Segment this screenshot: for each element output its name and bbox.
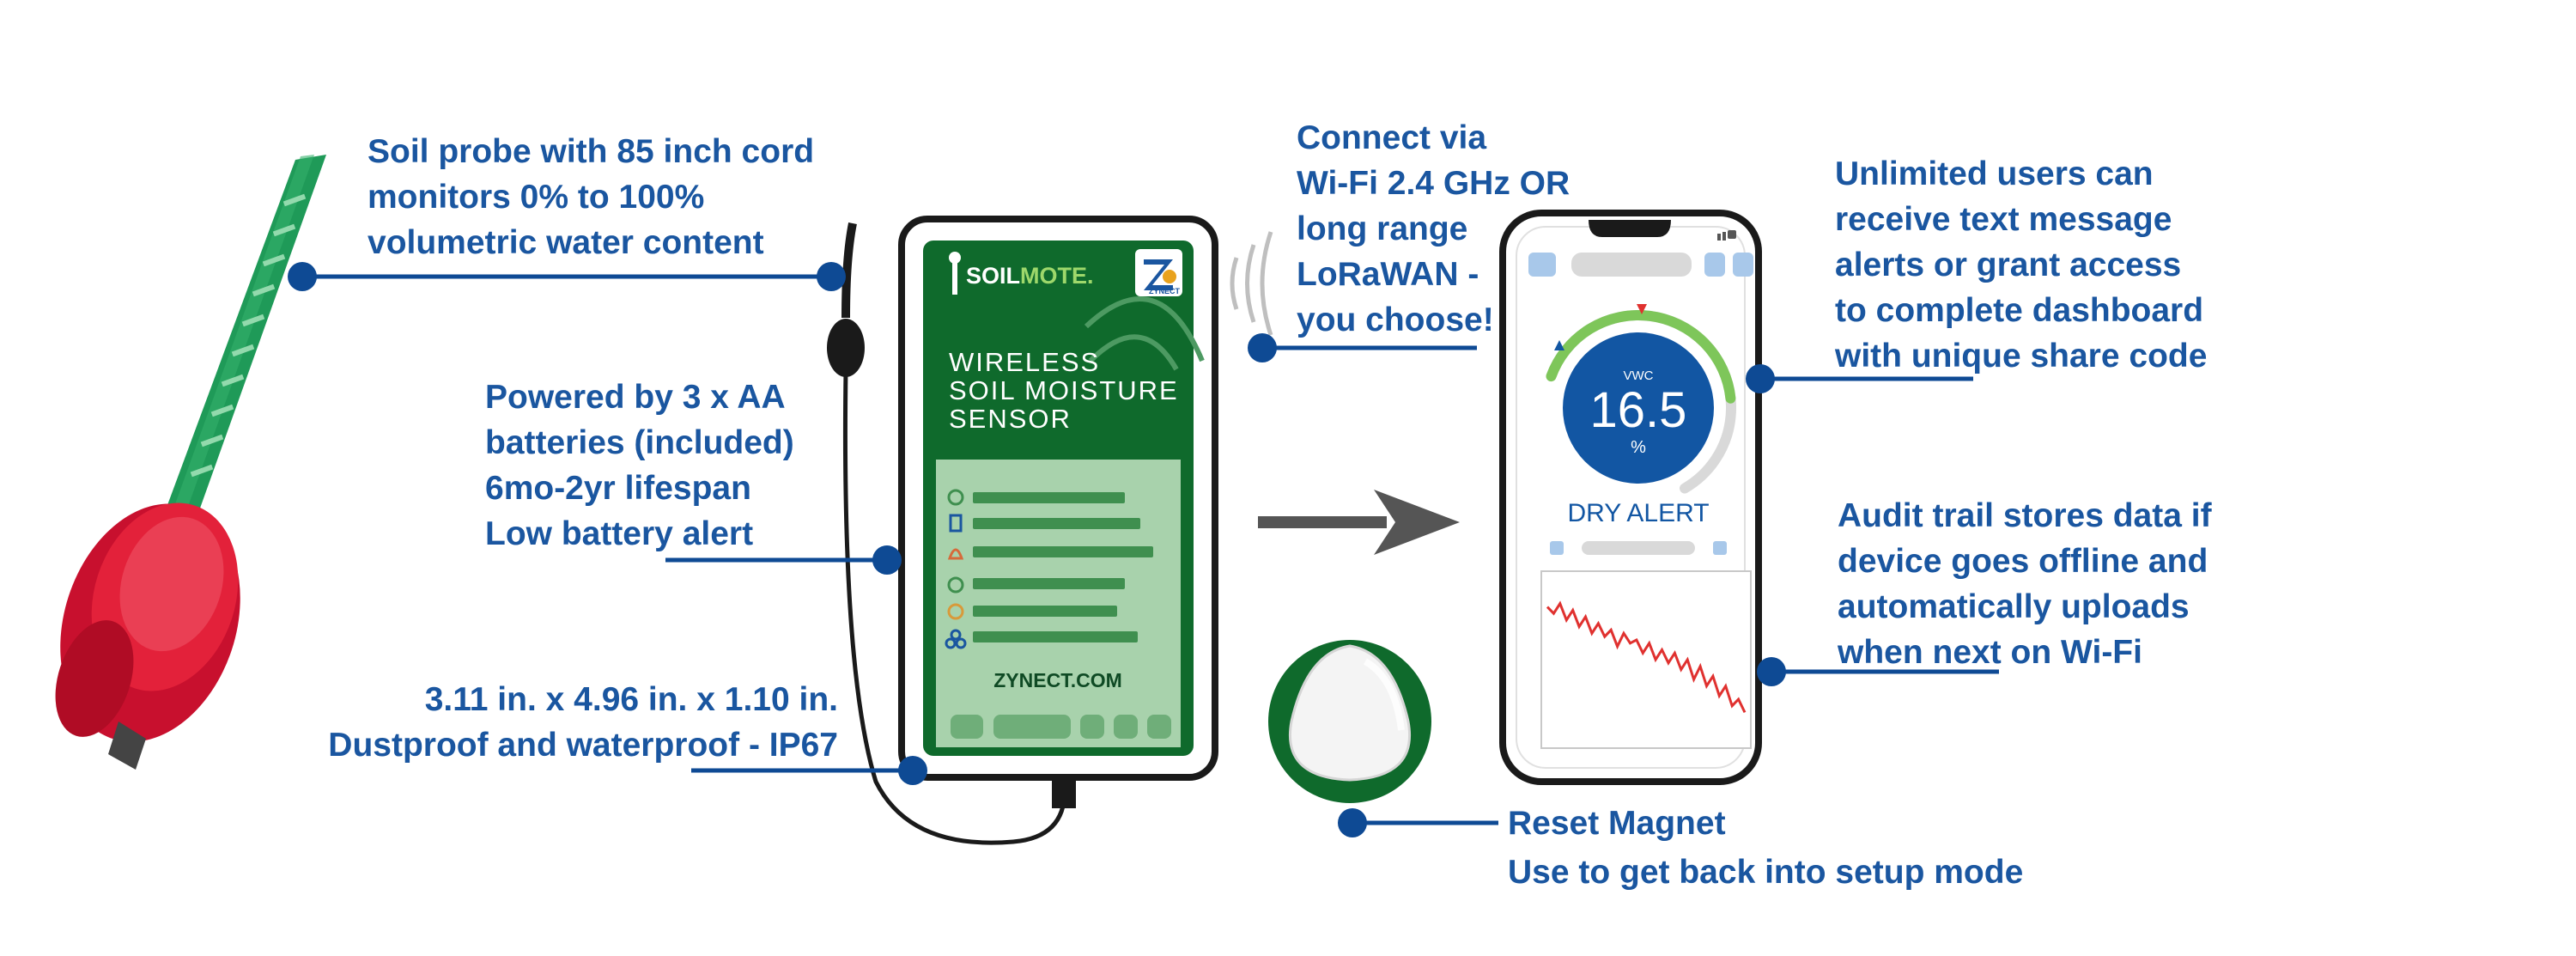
logo-text: ZYNECT	[1149, 287, 1181, 295]
gauge-value: 16.5	[1590, 382, 1687, 438]
callout-dimensions: 3.11 in. x 4.96 in. x 1.10 in. Dustproof…	[289, 677, 838, 768]
share-icon	[945, 629, 967, 649]
callout-users-line-4: to complete dashboard	[1835, 292, 2204, 329]
trend-line	[1546, 600, 1747, 714]
brand-prefix: SOIL	[966, 263, 1020, 289]
callout-audit-line-2: device goes offline and	[1838, 543, 2208, 580]
callout-battery-line-3: 6mo-2yr lifespan	[485, 470, 751, 507]
leader-lines	[302, 274, 1999, 825]
callout-users-line-3: alerts or grant access	[1835, 247, 2182, 283]
callout-battery-line-1: Powered by 3 x AA	[485, 379, 786, 416]
svg-text:SOILMOTE.: SOILMOTE.	[966, 263, 1094, 289]
callout-connect-line-1: Connect via	[1297, 119, 1487, 156]
wifi-signal-icon	[1230, 231, 1273, 336]
callout-probe-line-1: Soil probe with 85 inch cord	[368, 133, 815, 170]
callout-probe: Soil probe with 85 inch cord monitors 0%…	[368, 129, 814, 265]
bell-icon	[947, 548, 964, 560]
wifi-status-icon	[1717, 230, 1736, 241]
sensor-device: SOILMOTE. ZYNECT WIRELESS SOIL MOISTURE …	[827, 216, 1218, 845]
gear-icon	[947, 603, 964, 620]
callout-audit-line-1: Audit trail stores data if	[1838, 497, 2212, 534]
callout-connect-line-3: long range	[1297, 210, 1468, 247]
battery-icon	[949, 514, 963, 533]
trend-chart	[1546, 600, 1747, 714]
callout-dimensions-line-2: Dustproof and waterproof - IP67	[328, 727, 838, 764]
callout-magnet: Reset Magnet Use to get back into setup …	[1508, 799, 2023, 897]
reset-magnet-icon	[1268, 640, 1431, 803]
status-text: DRY ALERT	[1567, 499, 1709, 527]
callout-audit-line-4: when next on Wi-Fi	[1838, 634, 2142, 671]
callout-audit-line-3: automatically uploads	[1838, 588, 2190, 625]
callout-connect: Connect via Wi-Fi 2.4 GHz OR long range …	[1297, 115, 1570, 343]
signal-icon	[947, 576, 964, 594]
callout-users: Unlimited users can receive text message…	[1835, 151, 2207, 379]
callout-battery: Powered by 3 x AA batteries (included) 6…	[485, 374, 794, 557]
brand-suffix: MOTE.	[1020, 263, 1094, 289]
callout-battery-line-4: Low battery alert	[485, 515, 754, 552]
gauge-unit: %	[1631, 438, 1646, 457]
callout-audit: Audit trail stores data if device goes o…	[1838, 493, 2212, 675]
clock-icon	[947, 489, 964, 506]
callout-users-line-2: receive text message	[1835, 201, 2172, 238]
callout-probe-line-3: volumetric water content	[368, 224, 764, 261]
callout-probe-line-2: monitors 0% to 100%	[368, 179, 705, 216]
callout-dimensions-line-1: 3.11 in. x 4.96 in. x 1.10 in.	[424, 681, 838, 718]
gauge-label: VWC	[1624, 368, 1654, 383]
leader-dots	[288, 262, 1786, 837]
callout-connect-line-5: you choose!	[1297, 301, 1494, 338]
callout-users-line-5: with unique share code	[1835, 338, 2208, 374]
callout-battery-line-2: batteries (included)	[485, 424, 794, 461]
callout-connect-line-2: Wi-Fi 2.4 GHz OR	[1297, 165, 1571, 202]
sensor-title-line-3: SENSOR	[949, 404, 1072, 434]
phone-icon: VWC 16.5 % DRY ALERT	[1499, 210, 1762, 785]
callout-connect-line-4: LoRaWAN -	[1297, 256, 1479, 293]
gauge-level	[1546, 310, 1736, 404]
soil-probe-icon	[55, 155, 326, 770]
sensor-title-line-1: WIRELESS	[949, 347, 1100, 377]
arrow-right-icon	[1258, 490, 1460, 555]
callout-users-line-1: Unlimited users can	[1835, 155, 2154, 192]
sensor-url: ZYNECT.COM	[993, 669, 1122, 691]
callout-magnet-line-1: Reset Magnet	[1508, 805, 1726, 842]
sensor-title-line-2: SOIL MOISTURE	[949, 375, 1179, 405]
callout-magnet-line-2: Use to get back into setup mode	[1508, 854, 2024, 891]
